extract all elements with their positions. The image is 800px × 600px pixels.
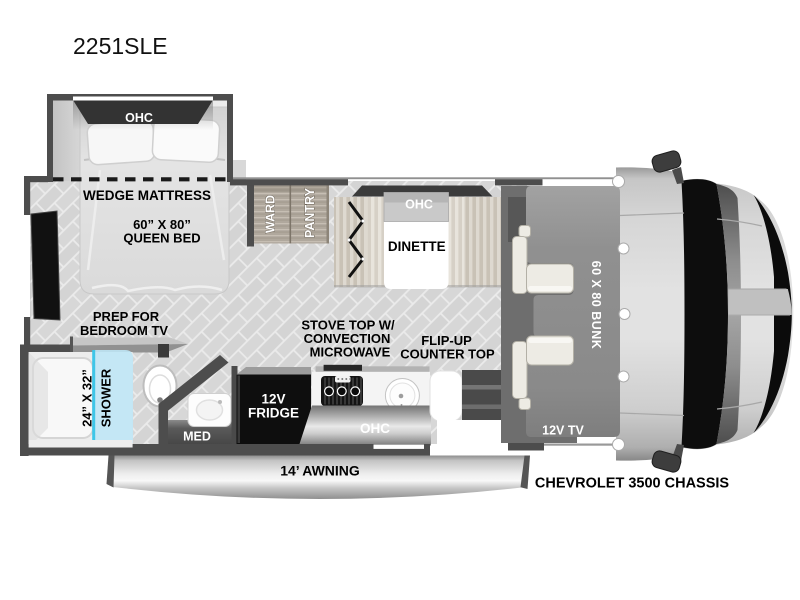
svg-text:OHC: OHC bbox=[360, 421, 390, 436]
svg-text:WARD: WARD bbox=[264, 195, 278, 233]
svg-text:12V TV: 12V TV bbox=[542, 424, 584, 438]
svg-text:STOVE TOP W/: STOVE TOP W/ bbox=[301, 318, 395, 333]
svg-text:CHEVROLET 3500 CHASSIS: CHEVROLET 3500 CHASSIS bbox=[535, 476, 730, 492]
svg-text:BEDROOM TV: BEDROOM TV bbox=[80, 323, 168, 338]
svg-text:COUNTER TOP: COUNTER TOP bbox=[400, 347, 495, 362]
svg-text:MED: MED bbox=[183, 430, 211, 444]
svg-text:QUEEN BED: QUEEN BED bbox=[123, 231, 200, 246]
svg-text:CONVECTION: CONVECTION bbox=[304, 331, 391, 346]
svg-text:SHOWER: SHOWER bbox=[99, 368, 114, 427]
svg-text:OHC: OHC bbox=[125, 111, 153, 125]
svg-text:24” X 32”: 24” X 32” bbox=[80, 369, 95, 427]
svg-text:WEDGE MATTRESS: WEDGE MATTRESS bbox=[83, 188, 211, 203]
svg-text:OHC: OHC bbox=[405, 198, 433, 212]
svg-text:60 X 80 BUNK: 60 X 80 BUNK bbox=[589, 261, 603, 350]
svg-text:2251SLE: 2251SLE bbox=[73, 33, 168, 59]
svg-text:PREP FOR: PREP FOR bbox=[93, 309, 160, 324]
svg-text:FLIP-UP: FLIP-UP bbox=[421, 333, 472, 348]
svg-text:PANTRY: PANTRY bbox=[303, 187, 317, 238]
svg-text:60” X 80”: 60” X 80” bbox=[133, 217, 191, 232]
svg-text:MICROWAVE: MICROWAVE bbox=[310, 345, 391, 360]
svg-text:FRIDGE: FRIDGE bbox=[248, 406, 299, 421]
svg-text:12V: 12V bbox=[261, 392, 285, 407]
svg-text:14’ AWNING: 14’ AWNING bbox=[280, 463, 360, 479]
svg-text:DINETTE: DINETTE bbox=[388, 239, 446, 254]
